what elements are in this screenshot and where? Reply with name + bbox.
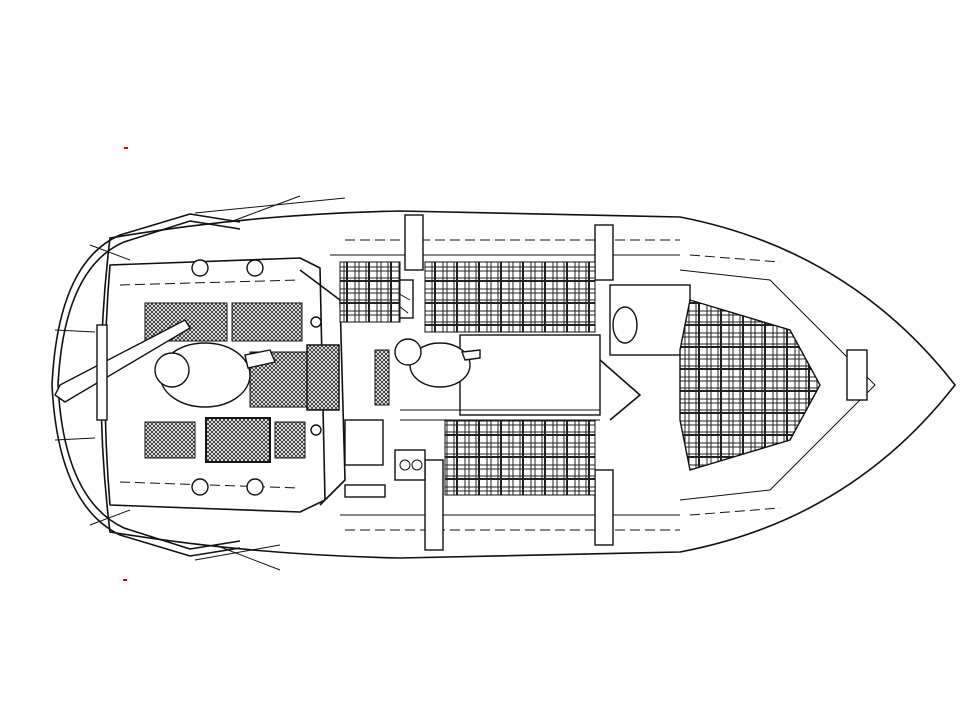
forward-hatch xyxy=(846,349,868,401)
traveler xyxy=(96,324,108,421)
hull-outline xyxy=(100,210,956,559)
settee-cushion-port xyxy=(424,261,596,333)
bulkhead xyxy=(404,214,424,271)
winch-icon xyxy=(191,259,264,496)
cockpit-grate xyxy=(249,351,311,408)
galley-counter xyxy=(344,419,384,466)
locker-grate xyxy=(374,349,390,406)
person-standing xyxy=(394,338,481,388)
cockpit-grate xyxy=(231,302,303,342)
cockpit-grate xyxy=(274,421,306,459)
toilet xyxy=(612,306,638,344)
cabin-interior xyxy=(330,214,680,551)
cockpit-grate xyxy=(205,417,271,463)
v-berth-cushion xyxy=(679,299,821,471)
bulkhead xyxy=(594,469,614,546)
nav-seat-cushion xyxy=(339,261,401,323)
mast-compression-post xyxy=(599,359,641,421)
cockpit xyxy=(54,257,326,513)
tiller xyxy=(54,319,191,403)
bulkhead xyxy=(424,459,444,551)
sink xyxy=(344,484,386,498)
lifelines xyxy=(194,195,346,571)
person-helmsman xyxy=(154,342,276,408)
settee-cushion-starboard xyxy=(444,419,596,496)
bulkhead xyxy=(594,224,614,281)
companionway xyxy=(299,269,346,506)
stern-pulpit xyxy=(51,213,241,557)
saloon-table xyxy=(459,334,601,416)
cockpit-grate xyxy=(144,421,196,459)
